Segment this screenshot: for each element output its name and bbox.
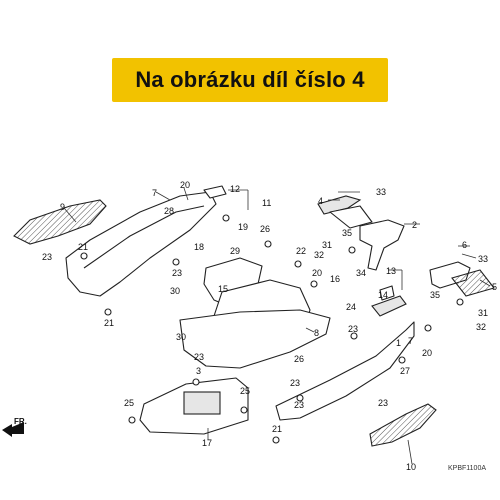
callout-23: 23 <box>172 268 182 278</box>
callout-31: 31 <box>322 240 332 250</box>
callout-23: 23 <box>294 400 304 410</box>
callout-5: 5 <box>492 282 497 292</box>
callout-21: 21 <box>78 242 88 252</box>
callout-17: 17 <box>202 438 212 448</box>
callout-23: 23 <box>42 252 52 262</box>
callout-23: 23 <box>348 324 358 334</box>
callout-13: 13 <box>386 266 396 276</box>
callout-7: 7 <box>152 188 157 198</box>
callout-24: 24 <box>346 302 356 312</box>
leader-lines <box>63 187 491 465</box>
callout-30: 30 <box>170 286 180 296</box>
callout-22: 22 <box>296 246 306 256</box>
callout-9: 9 <box>60 202 65 212</box>
callout-34: 34 <box>356 268 366 278</box>
callout-28: 28 <box>164 206 174 216</box>
direction-label: FR. <box>14 417 27 426</box>
part-14-clip[interactable] <box>379 285 395 301</box>
callout-20: 20 <box>312 268 322 278</box>
callout-23: 23 <box>378 398 388 408</box>
callout-32: 32 <box>314 250 324 260</box>
callout-25: 25 <box>240 386 250 396</box>
part-11-inner-rib <box>83 205 205 269</box>
front-direction-indicator: FR. <box>2 417 27 437</box>
callout-2: 2 <box>412 220 417 230</box>
callout-26: 26 <box>294 354 304 364</box>
callout-30: 30 <box>176 332 186 342</box>
part-4-step-bracket[interactable] <box>317 195 362 215</box>
callout-labels: 9 7 20 28 12 11 33 4 2 19 18 29 26 21 23… <box>42 180 497 472</box>
callout-25: 25 <box>124 398 134 408</box>
callout-14: 14 <box>378 290 388 300</box>
callout-15: 15 <box>218 284 228 294</box>
arrow-left-icon <box>2 422 24 437</box>
callout-6: 6 <box>462 240 467 250</box>
banner-title: Na obrázku díl číslo 4 <box>135 67 365 92</box>
callout-23: 23 <box>194 352 204 362</box>
callout-19: 19 <box>238 222 248 232</box>
diagram-code: KPBF1100A <box>448 465 486 472</box>
callout-33: 33 <box>478 254 488 264</box>
callout-27: 27 <box>400 366 410 376</box>
part-8-under-cover[interactable] <box>179 309 331 369</box>
part-10-floor-mat-right[interactable] <box>369 403 437 447</box>
callout-23: 23 <box>290 378 300 388</box>
part-1-side-cover-right[interactable] <box>275 321 415 421</box>
part-2-footrest-arm[interactable] <box>359 219 405 271</box>
callout-12: 12 <box>230 184 240 194</box>
part-number-banner: Na obrázku díl číslo 4 <box>112 58 388 102</box>
callout-35: 35 <box>430 290 440 300</box>
callout-11: 11 <box>262 198 271 208</box>
callout-29: 29 <box>230 246 240 256</box>
callout-1: 1 <box>396 338 401 348</box>
callout-4: 4 <box>318 196 323 206</box>
callout-18: 18 <box>194 242 204 252</box>
callout-31: 31 <box>478 308 488 318</box>
callout-20: 20 <box>180 180 190 190</box>
callout-10: 10 <box>406 462 416 472</box>
callout-16: 16 <box>330 274 340 284</box>
part-12-bracket[interactable] <box>203 185 227 199</box>
part-13-bracket[interactable] <box>371 295 407 317</box>
callout-20: 20 <box>422 348 432 358</box>
callout-7: 7 <box>408 336 413 346</box>
part-4-step-bar[interactable] <box>329 205 373 229</box>
part-17-tray-panel <box>183 391 221 415</box>
callout-35: 35 <box>342 228 352 238</box>
callout-8: 8 <box>314 328 319 338</box>
callout-3: 3 <box>196 366 201 376</box>
callout-33: 33 <box>376 187 386 197</box>
callout-32: 32 <box>476 322 486 332</box>
part-5-step-plate[interactable] <box>451 269 495 297</box>
part-9-floor-mat[interactable] <box>13 199 107 245</box>
callout-21: 21 <box>104 318 114 328</box>
callout-21: 21 <box>272 424 282 434</box>
callout-26: 26 <box>260 224 270 234</box>
fasteners <box>80 214 464 444</box>
